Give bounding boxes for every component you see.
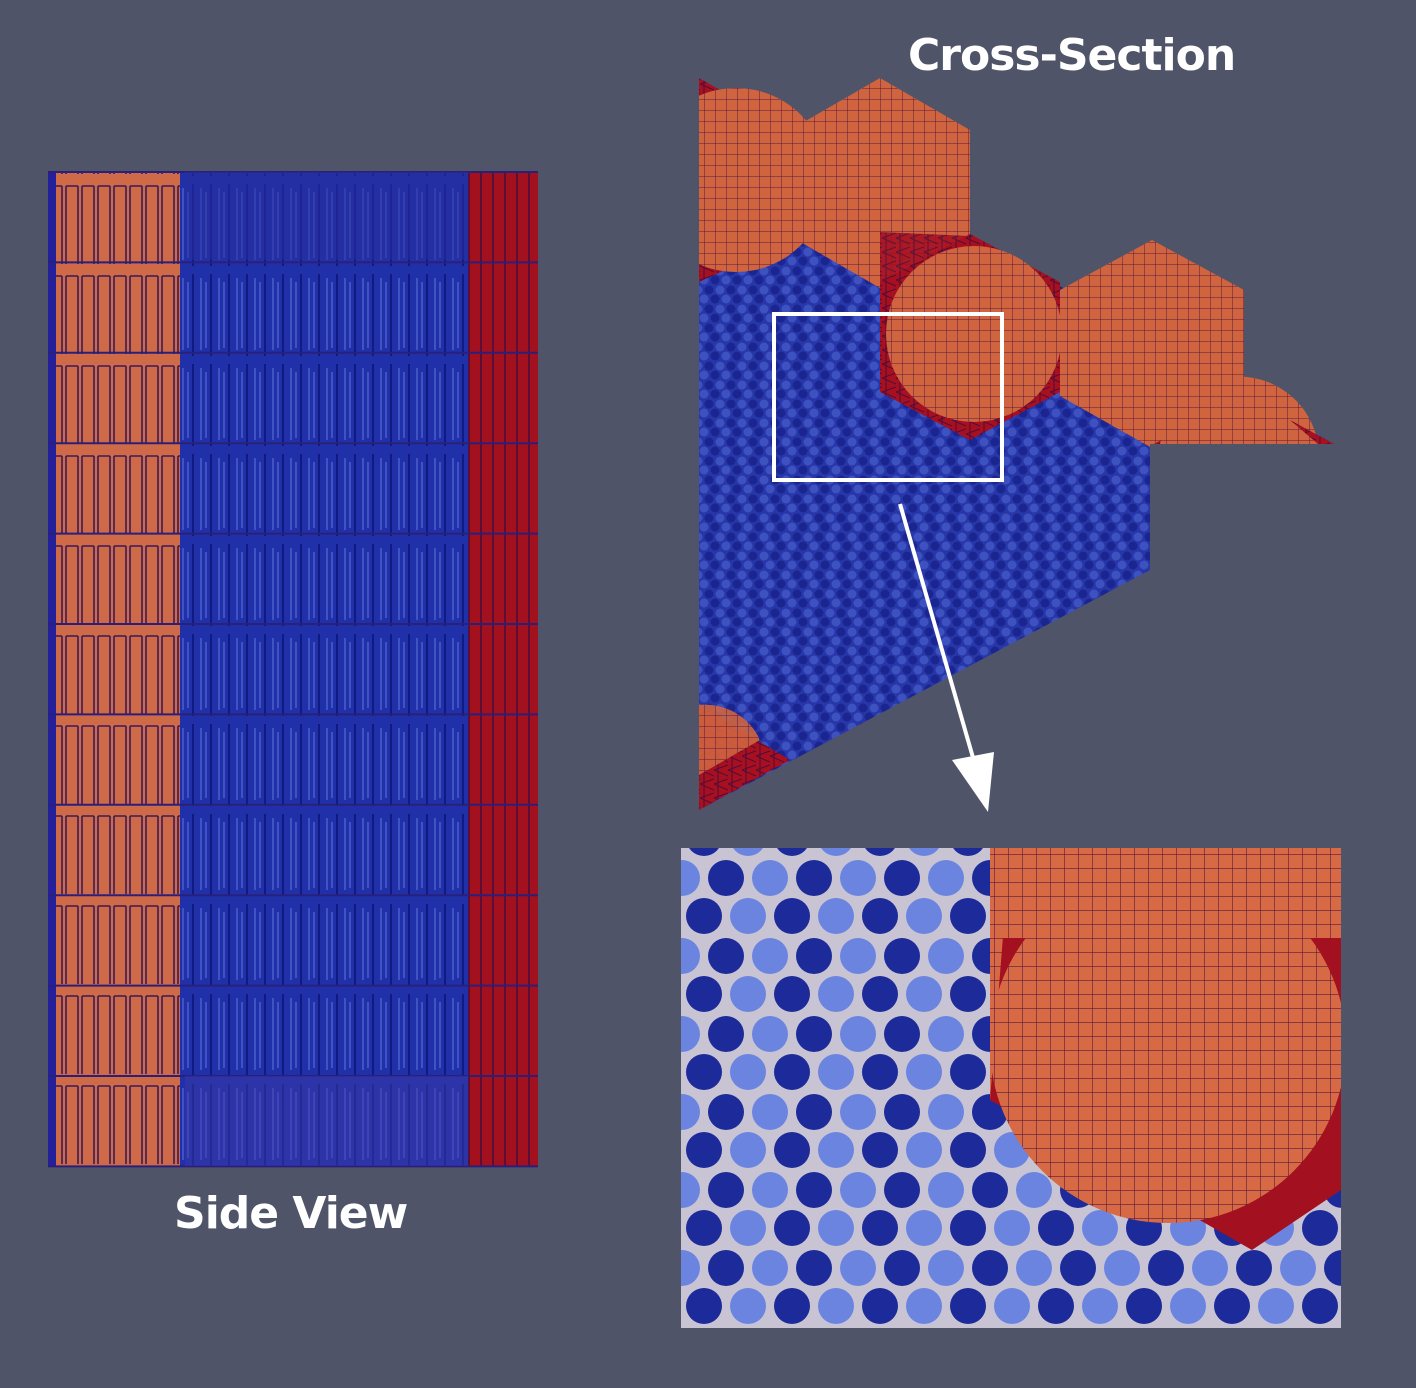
side-view-title: Side View xyxy=(174,1188,408,1239)
zoom-highlight-box xyxy=(772,312,1004,482)
side-fuel-region xyxy=(56,172,180,1166)
cross-section-title: Cross-Section xyxy=(908,30,1236,81)
side-coolant-region xyxy=(180,172,468,1166)
zoom-fuel-pin xyxy=(990,848,1341,1223)
side-cladding-region xyxy=(468,172,538,1166)
side-view xyxy=(48,171,538,1168)
zoom-inset xyxy=(681,848,1341,1328)
zoom-arrow xyxy=(898,503,994,812)
fuel-pin xyxy=(886,246,1062,422)
cross-section xyxy=(600,60,1350,810)
